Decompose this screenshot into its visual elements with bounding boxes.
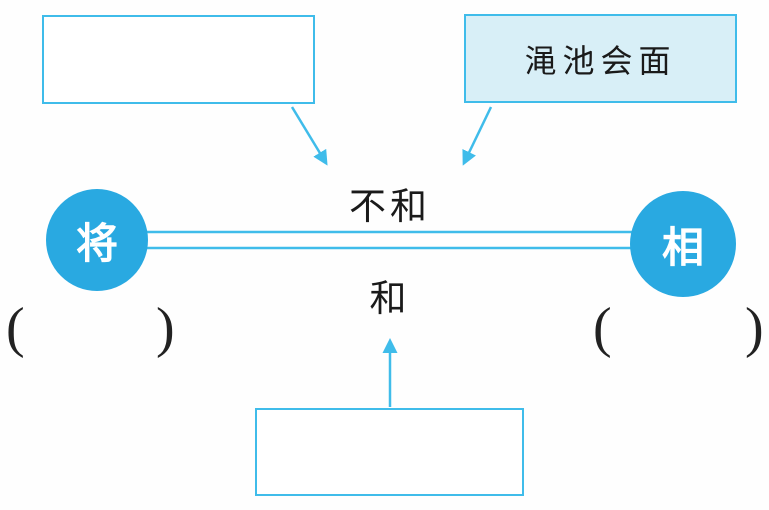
node-minister: 相 <box>630 191 736 297</box>
arrow-top-right-callout <box>462 106 493 166</box>
callout-box-top-right: 渑池会面 <box>464 14 737 103</box>
right-blank-open-paren: ( <box>593 297 612 359</box>
right-blank-close-paren: ) <box>745 297 764 359</box>
arrow-top-left-callout <box>290 106 328 166</box>
relation-label-discord: 不和 <box>349 187 431 228</box>
left-blank-close-paren: ) <box>156 297 175 359</box>
relation-label-harmony: 和 <box>369 279 411 320</box>
node-general: 将 <box>46 189 148 291</box>
left-blank-open-paren: ( <box>6 297 25 359</box>
callout-box-top-left-blank <box>42 15 315 104</box>
callout-box-bottom-blank <box>255 408 524 496</box>
